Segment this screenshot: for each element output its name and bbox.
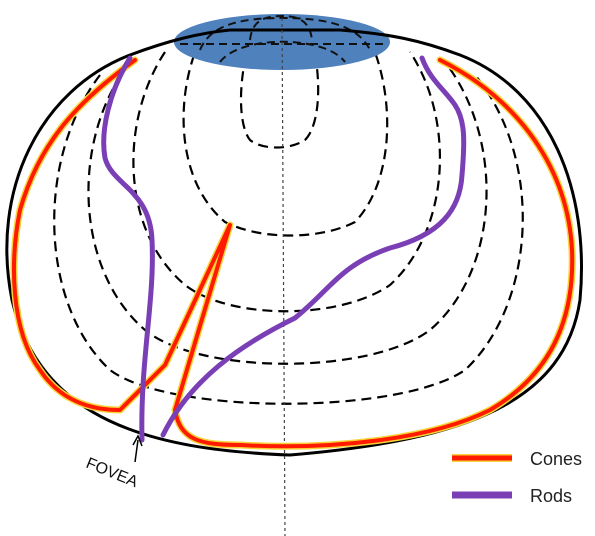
legend: Cones Rods bbox=[452, 449, 582, 506]
contour-line-4 bbox=[87, 61, 488, 365]
fovea-label: FOVEA bbox=[84, 455, 141, 491]
vertical-meridian bbox=[281, 17, 286, 536]
contour-lines bbox=[53, 39, 524, 405]
cone-contours bbox=[10, 56, 576, 450]
rod-contours bbox=[101, 55, 467, 443]
fovea-arrow-head bbox=[132, 434, 143, 447]
fovea-arrow bbox=[134, 439, 139, 463]
contour-line-1 bbox=[239, 39, 320, 149]
fovea-annotation: FOVEA bbox=[84, 434, 143, 491]
contour-line-2 bbox=[182, 39, 389, 237]
contour-line-3 bbox=[132, 51, 441, 313]
legend-label-cones: Cones bbox=[530, 449, 582, 469]
legend-label-rods: Rods bbox=[530, 486, 572, 506]
contour-line-5 bbox=[53, 74, 524, 405]
